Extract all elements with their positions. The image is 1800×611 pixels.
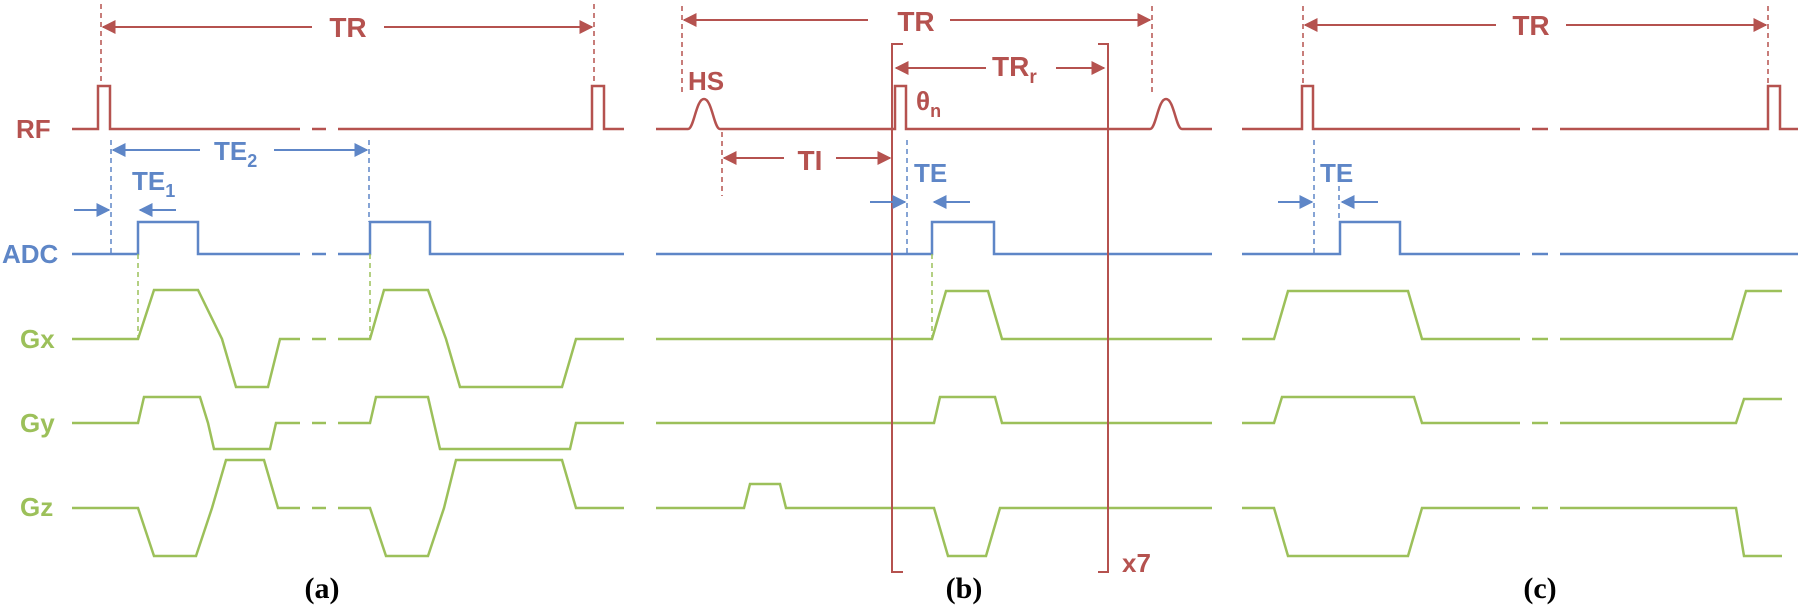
panel-b-rf-line [656, 84, 1212, 131]
panel-c-te-label: TE [1320, 158, 1353, 188]
panel-b-adc-line [656, 220, 1212, 256]
panel-b-gy-line [656, 395, 1212, 425]
panel-a-adc-line [72, 220, 624, 256]
panel-b-hs-label: HS [688, 66, 724, 96]
panel-c-gy-line [1242, 395, 1782, 425]
panel-b-tr-label: TR [897, 6, 934, 37]
panel-b-te-label: TE [914, 158, 947, 188]
panel-a [72, 4, 624, 558]
gy-row-label: Gy [20, 408, 55, 438]
gz-row-label: Gz [20, 492, 53, 522]
panel-c-gx-line [1242, 289, 1782, 341]
rf-row-label: RF [16, 114, 51, 144]
panel-c-gz-line [1242, 506, 1782, 558]
panel-b-ti-label: TI [798, 145, 823, 176]
panel-a-rf-line [72, 84, 624, 131]
gx-row-label: Gx [20, 324, 55, 354]
panel-b-repeat-bracket [891, 43, 1109, 573]
panel-c-caption: (c) [1523, 572, 1556, 605]
panel-a-gz-line [72, 458, 624, 558]
panel-a-te2-label: TE2 [214, 136, 257, 171]
panel-c [1242, 6, 1798, 558]
adc-row-label: ADC [2, 239, 59, 269]
panel-b-repeat-label: x7 [1122, 548, 1151, 578]
panel-a-gy-line [72, 395, 624, 451]
panel-a-caption: (a) [305, 572, 340, 605]
panel-b-caption: (b) [946, 572, 983, 605]
panel-c-rf-line [1242, 84, 1798, 131]
panel-a-tr-label: TR [329, 12, 366, 43]
panel-c-tr-label: TR [1512, 10, 1549, 41]
panel-b-gz-line [656, 482, 1212, 558]
panel-b [656, 6, 1212, 573]
panel-b-trr-label: TRr [992, 51, 1037, 88]
panel-b-theta-label: θn [916, 86, 941, 121]
panel-a-te1-label: TE1 [132, 166, 175, 201]
panel-b-gx-line [656, 289, 1212, 341]
panel-c-adc-line [1242, 220, 1798, 256]
row-labels: RF ADC Gx Gy Gz [2, 114, 59, 522]
panel-a-gx-line [72, 288, 624, 389]
